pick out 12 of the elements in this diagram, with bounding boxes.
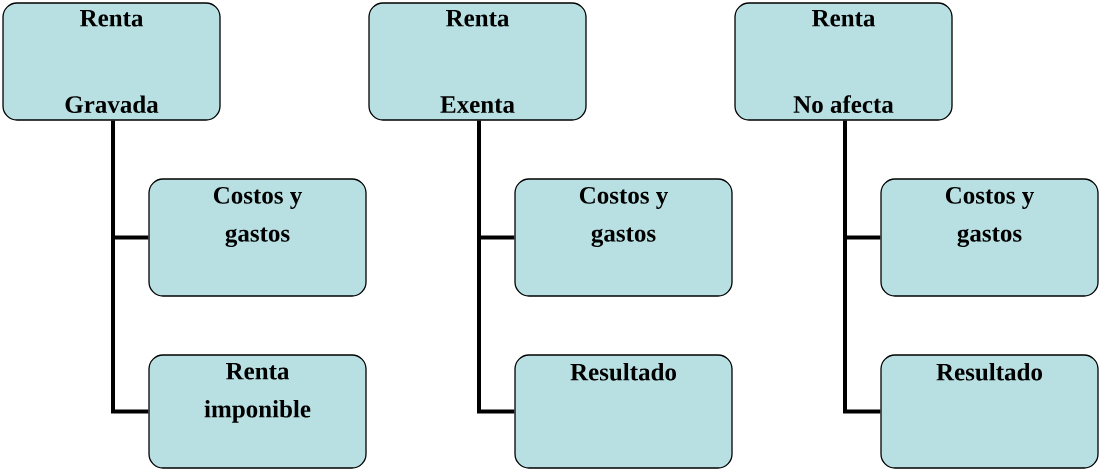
process-box: Costos y gastos [148,178,367,297]
process-box: Costos y gastos [514,178,733,297]
heading-box: Renta Gravada [2,2,221,121]
process-box: Renta imponible [148,354,367,469]
connector-line [843,120,881,414]
connector-line [477,120,515,414]
process-box: Resultado [514,354,733,469]
connector-line [111,120,149,414]
heading-box: Renta Exenta [368,2,587,121]
process-box: Resultado [880,354,1099,469]
heading-box: Renta No afecta [734,2,953,121]
process-box: Costos y gastos [880,178,1099,297]
